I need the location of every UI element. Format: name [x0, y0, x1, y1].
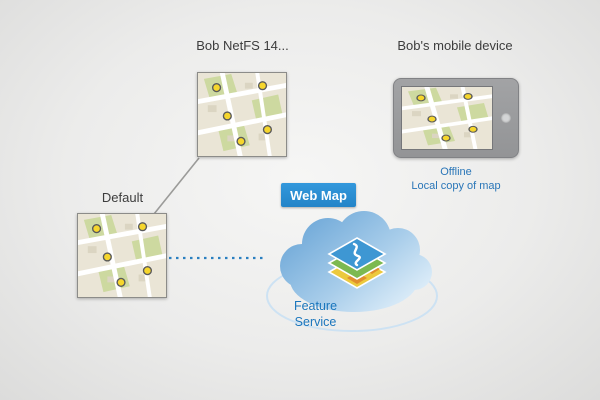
- offline-status: Offline Local copy of map: [393, 165, 519, 194]
- map-art: [198, 73, 286, 156]
- web-map-badge: Web Map: [281, 183, 356, 207]
- feature-service-cloud: Feature Service: [262, 196, 442, 346]
- cloud-graphic: [266, 211, 438, 332]
- map-art: [402, 87, 492, 149]
- layers-icon: [327, 237, 387, 289]
- tablet-home-button-icon: [501, 113, 511, 123]
- feature-service-line1: Feature: [293, 299, 338, 313]
- netfs-map-label: Bob NetFS 14...: [196, 38, 289, 53]
- feature-service-label: Feature Service: [268, 299, 363, 330]
- map-art: [78, 214, 166, 297]
- tablet-screen: [401, 86, 493, 150]
- default-map-thumbnail: [77, 213, 167, 298]
- netfs-map-thumbnail: [197, 72, 287, 157]
- offline-status-line2: Local copy of map: [411, 180, 501, 193]
- mobile-device: [393, 78, 519, 158]
- default-map-label: Default: [101, 190, 144, 205]
- cloud-body: [280, 211, 432, 312]
- offline-status-line1: Offline: [440, 166, 472, 178]
- feature-service-line2: Service: [294, 314, 337, 329]
- connector-netfs-default: [153, 157, 200, 215]
- mobile-device-label: Bob's mobile device: [397, 38, 513, 53]
